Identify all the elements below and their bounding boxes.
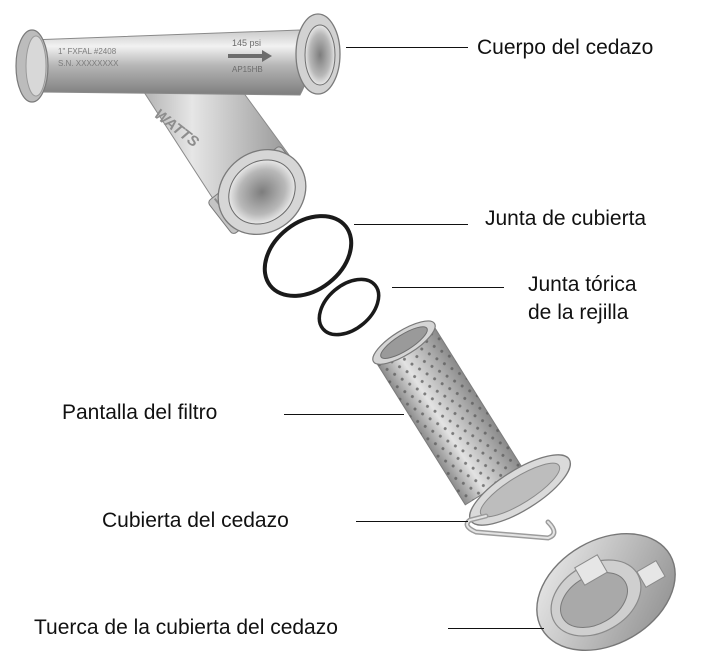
leader-line-cover-gasket xyxy=(354,224,468,225)
label-cover-gasket: Junta de cubierta xyxy=(485,207,647,230)
label-strainer-cover: Cubierta del cedazo xyxy=(102,509,289,532)
cover-gasket xyxy=(262,214,354,298)
leader-line-strainer-cover xyxy=(356,521,468,522)
body-marking-size: 1" FXFAL #2408 xyxy=(58,47,117,56)
label-strainer-body: Cuerpo del cedazo xyxy=(477,36,654,59)
filter-screen xyxy=(372,320,524,506)
strainer-cover-nut xyxy=(536,533,676,651)
leader-line-screen-oring xyxy=(392,287,504,288)
label-filter-screen: Pantalla del filtro xyxy=(62,401,218,424)
leader-line-strainer-body xyxy=(346,47,468,48)
body-marking-model: AP15HB xyxy=(232,65,263,74)
label-cover-nut: Tuerca de la cubierta del cedazo xyxy=(34,616,338,639)
strainer-cover xyxy=(464,454,571,541)
body-marking-serial: S.N. XXXXXXXX xyxy=(58,59,119,68)
label-screen-oring-line2: de la rejilla xyxy=(528,301,629,324)
screen-oring xyxy=(317,277,381,337)
strainer-body-right-bore xyxy=(304,24,336,86)
flow-arrow-icon xyxy=(228,50,272,62)
leader-line-cover-nut xyxy=(448,628,544,629)
strainer-body: 1" FXFAL #2408 S.N. XXXXXXXX 145 psi AP1… xyxy=(15,13,341,236)
body-marking-pressure: 145 psi xyxy=(232,38,261,48)
leader-line-filter-screen xyxy=(284,414,404,415)
label-screen-oring-line1: Junta tórica xyxy=(528,273,637,296)
